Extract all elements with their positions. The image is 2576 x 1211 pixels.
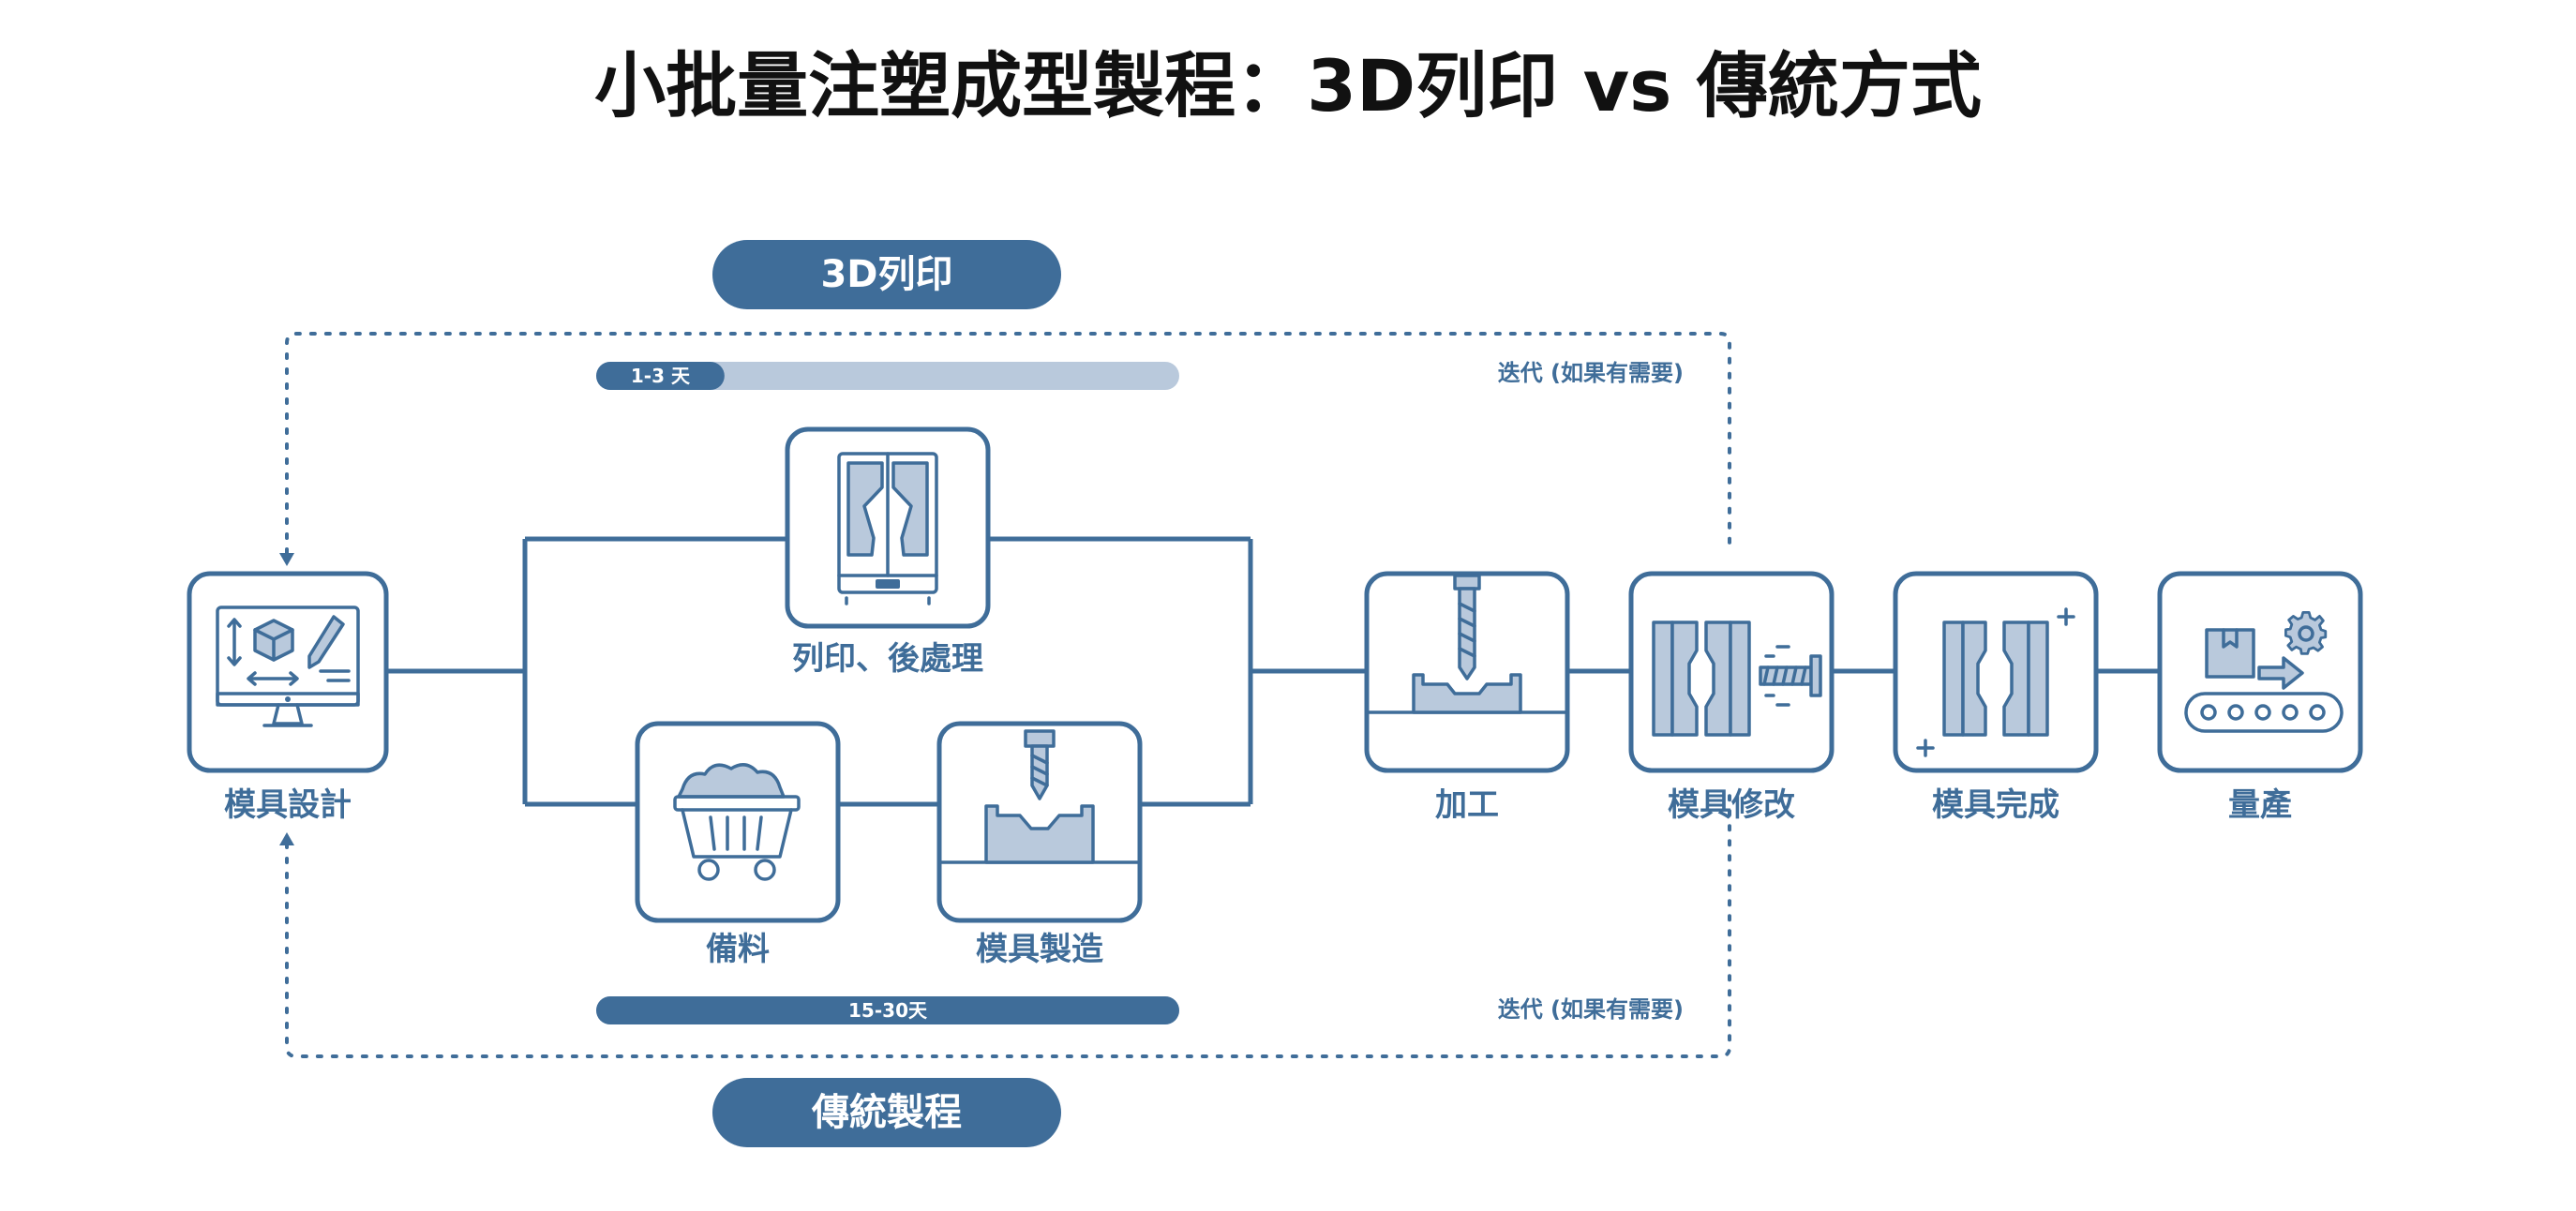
node-mold-complete: 模具完成 — [1893, 571, 2099, 824]
mold-screw-icon — [1652, 620, 1822, 737]
iteration-arrow-down-icon — [279, 553, 294, 566]
top-duration-label: 1-3 天 — [631, 365, 691, 387]
monitor-cube-pencil-icon — [216, 606, 360, 727]
connector-lines — [386, 536, 2160, 807]
bottom-duration-label: 15-30天 — [848, 999, 928, 1022]
node-label-material-prep: 備料 — [706, 931, 770, 968]
material-cart-icon — [673, 763, 801, 881]
resin-3d-printer-icon — [837, 452, 938, 606]
node-material-prep: 備料 — [635, 721, 841, 968]
top-route-pill — [712, 240, 1061, 309]
top-duration-bar: 1-3 天 — [596, 362, 1179, 390]
node-mass-production: 量產 — [2157, 571, 2363, 824]
bottom-route-label: 傳統製程 — [811, 1091, 962, 1134]
iteration-loop-top — [285, 332, 1731, 555]
node-print-post: 列印、後處理 — [785, 426, 991, 678]
conveyor-gear-icon — [2184, 610, 2344, 733]
top-iteration-note: 迭代 (如果有需要) — [1498, 360, 1684, 386]
bottom-iteration-note: 迭代 (如果有需要) — [1498, 996, 1684, 1023]
node-label-mold-design: 模具設計 — [224, 786, 352, 824]
mold-halves-icon — [1916, 607, 2075, 757]
node-label-mold-modify: 模具修改 — [1668, 786, 1795, 824]
bottom-route-pill — [712, 1078, 1061, 1147]
node-machining: 加工 — [1364, 571, 1570, 824]
iteration-arrow-up-icon — [279, 832, 294, 845]
diagram-title: 小批量注塑成型製程：3D列印 vs 傳統方式 — [594, 44, 1982, 127]
cnc-drill-mold-icon — [939, 729, 1140, 864]
node-label-mass-production: 量產 — [2228, 786, 2292, 824]
bottom-duration-fill — [596, 996, 1179, 1024]
node-mold-modify: 模具修改 — [1628, 571, 1835, 824]
top-route-label: 3D列印 — [820, 253, 952, 296]
node-label-mold-making: 模具製造 — [976, 931, 1103, 968]
iteration-loop-bottom — [285, 784, 1731, 1058]
node-label-print-post: 列印、後處理 — [792, 640, 983, 678]
end-mill-icon — [1367, 574, 1567, 714]
top-duration-fill — [596, 362, 725, 390]
node-label-mold-complete: 模具完成 — [1932, 786, 2059, 824]
node-mold-design: 模具設計 — [187, 571, 389, 824]
node-label-machining: 加工 — [1435, 786, 1499, 824]
top-duration-track — [596, 362, 1179, 390]
node-mold-making: 模具製造 — [936, 721, 1143, 968]
bottom-duration-bar: 15-30天 — [596, 996, 1179, 1024]
